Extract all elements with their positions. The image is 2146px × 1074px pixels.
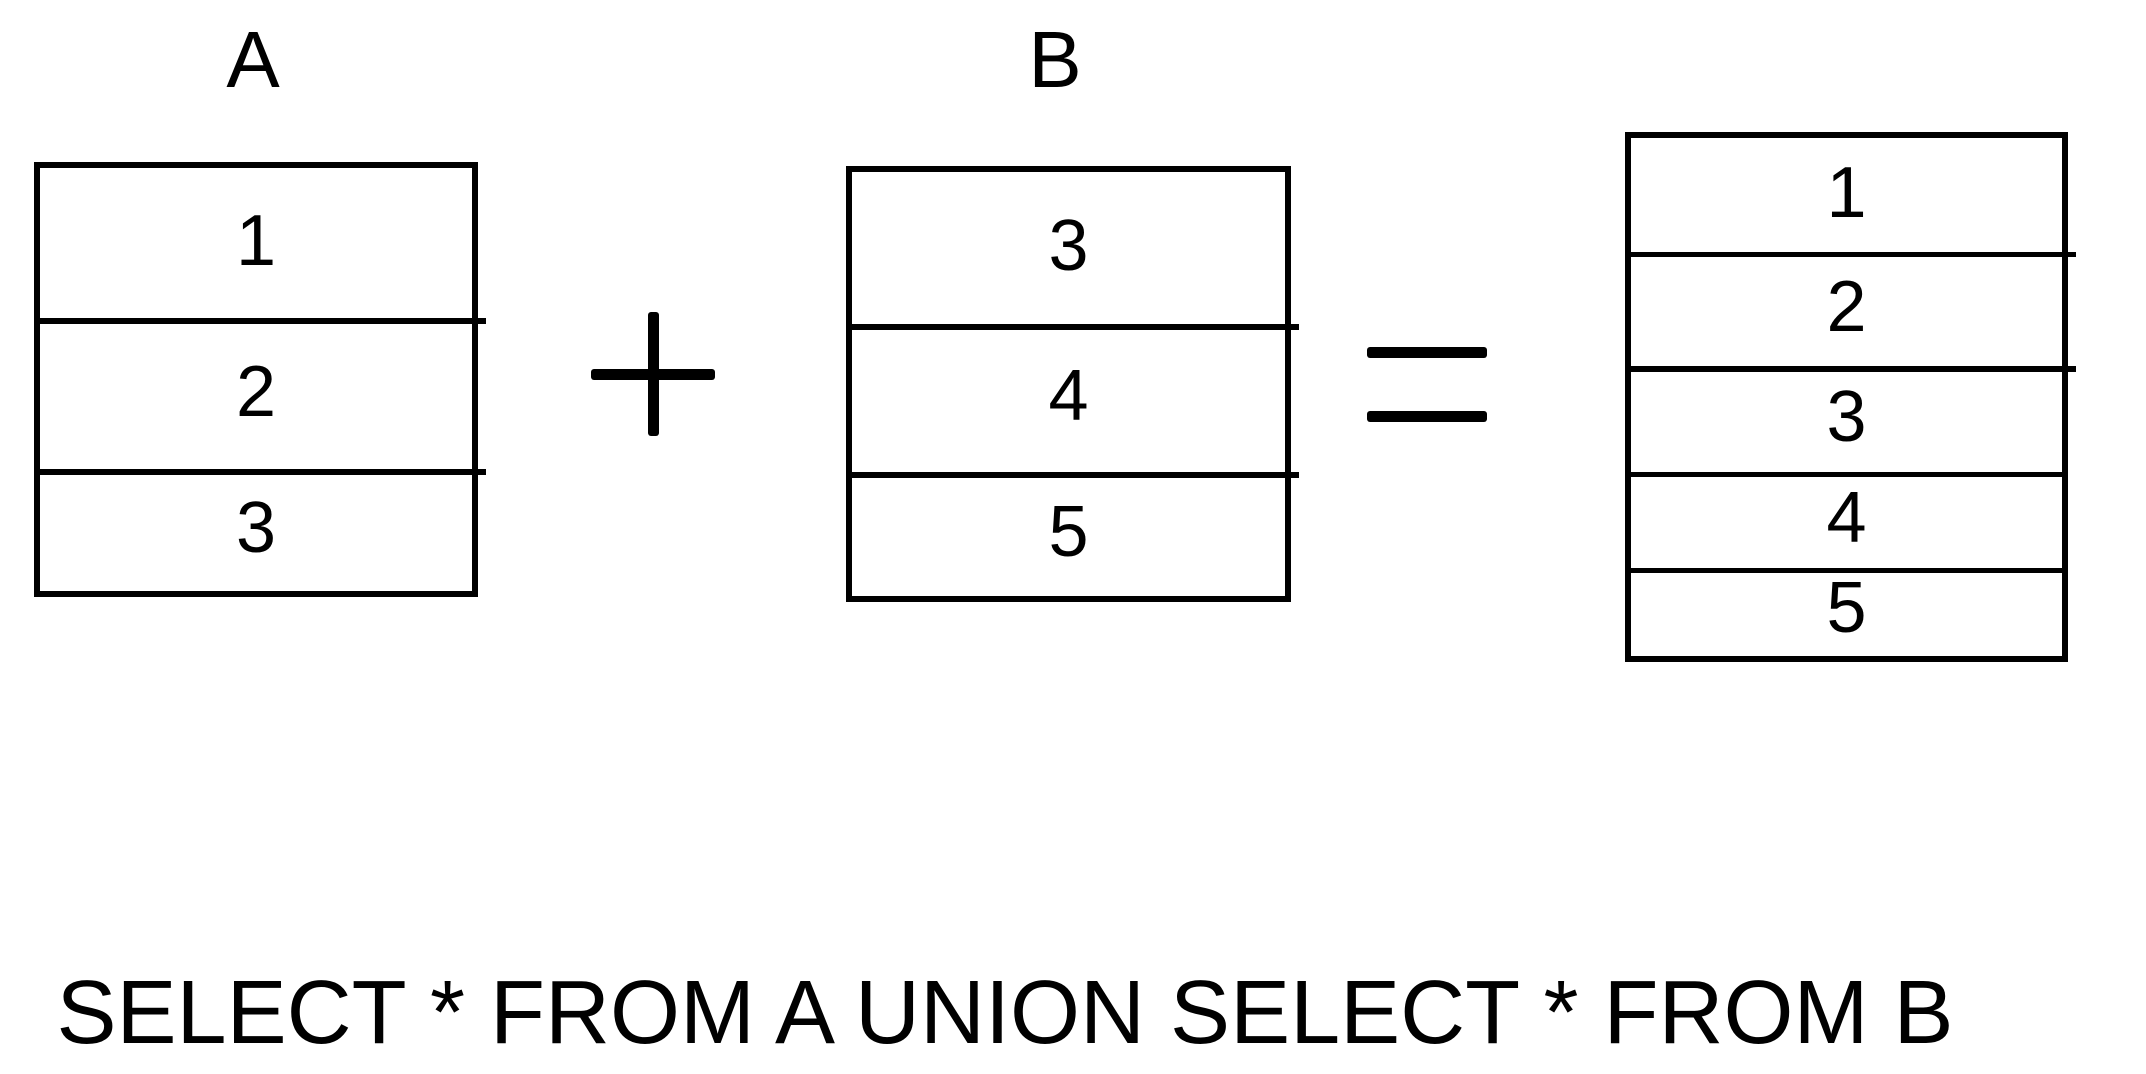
table-b-divider-1: [846, 324, 1299, 330]
table-a-divider-2: [34, 469, 486, 475]
table-b-divider-2: [846, 472, 1299, 478]
table-result-divider-4: [1625, 568, 2068, 573]
table-a-row-2: 2: [40, 318, 472, 469]
table-a-cell-1: 1: [235, 201, 277, 281]
table-result-divider-1: [1625, 252, 2076, 257]
table-result: 1 2 3 4 5: [1625, 132, 2076, 662]
table-a-label: A: [226, 15, 280, 104]
table-result-divider-3: [1625, 472, 2068, 477]
table-a-cell-2: 2: [235, 351, 277, 432]
table-b: 3 4 5: [846, 166, 1299, 602]
table-result-cell-1: 1: [1826, 153, 1867, 233]
table-result-cell-2: 2: [1826, 267, 1867, 347]
table-result-row-3: 3: [1631, 366, 2062, 472]
plus-operator-icon: [591, 312, 715, 436]
table-b-row-1: 3: [852, 172, 1285, 324]
table-result-row-2: 2: [1631, 252, 2062, 366]
table-b-cell-3: 5: [1048, 492, 1089, 572]
table-result-cell-5: 5: [1826, 567, 1867, 648]
table-result-row-1: 1: [1631, 138, 2062, 252]
table-result-row-5: 5: [1631, 568, 2062, 651]
table-b-label: B: [1028, 15, 1082, 104]
table-b-row-3: 5: [852, 472, 1285, 596]
equals-bottom-bar: [1367, 411, 1487, 422]
table-result-cell-4: 4: [1826, 478, 1867, 558]
table-a-divider-1: [34, 318, 486, 324]
table-result-divider-2: [1625, 366, 2076, 372]
table-result-row-4: 4: [1631, 472, 2062, 568]
equals-top-bar: [1367, 347, 1487, 358]
table-b-row-2: 4: [852, 324, 1285, 472]
table-b-cell-1: 3: [1048, 206, 1089, 286]
table-a-cell-3: 3: [235, 488, 277, 568]
plus-vertical-bar: [648, 312, 659, 436]
equals-operator-icon: [1367, 347, 1487, 422]
table-a: 1 2 3: [34, 162, 486, 597]
table-b-cell-2: 4: [1048, 356, 1089, 436]
table-a-row-1: 1: [40, 168, 472, 318]
table-result-cell-3: 3: [1826, 377, 1867, 457]
table-a-row-3: 3: [40, 469, 472, 591]
sql-query-caption: SELECT * FROM A UNION SELECT * FROM B: [56, 963, 1954, 1063]
